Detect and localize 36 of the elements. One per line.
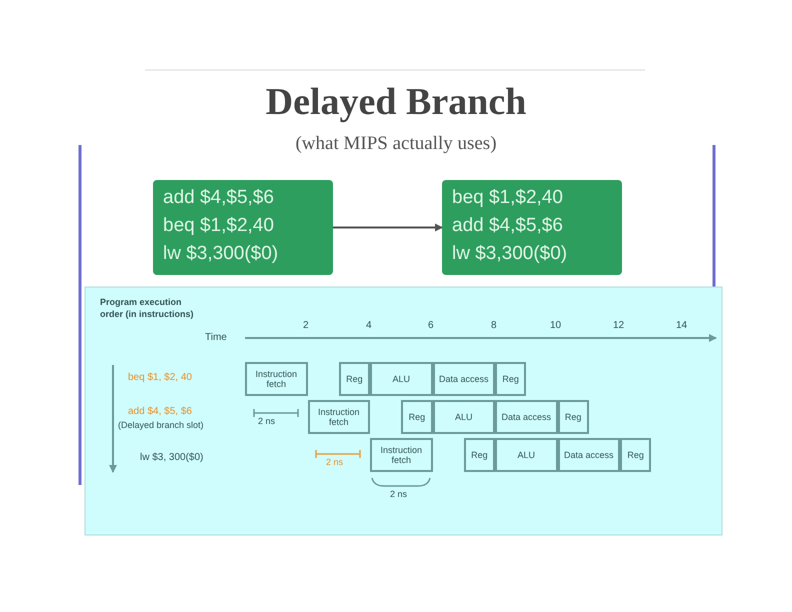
instruction-box: add $4,$5,$6 beq $1,$2,40 lw $3,300($0) xyxy=(153,180,333,275)
instruction-label: beq $1, $2, 40 xyxy=(128,372,192,383)
instruction-label: lw $3, 300($0) xyxy=(140,452,204,463)
tick-label: 10 xyxy=(550,320,562,331)
tick-label: 14 xyxy=(676,320,688,331)
pipeline-stage-box: ALU xyxy=(432,400,495,434)
pipeline-stage-box: Data access xyxy=(495,400,558,434)
pipeline-stage-box: Instruction fetch xyxy=(308,400,370,434)
tick-label: 4 xyxy=(366,320,372,331)
pipeline-stage-box: ALU xyxy=(495,438,558,472)
pipeline-stage-box: Reg xyxy=(495,362,526,396)
pipeline-stage-box: Instruction fetch xyxy=(370,438,432,472)
subtitle: (what MIPS actually uses) xyxy=(294,133,498,155)
pipeline-stage-box: Data access xyxy=(558,438,620,472)
tick-label: 2 xyxy=(303,320,309,331)
duration-label: 2 ns xyxy=(258,416,276,426)
pipeline-stage-box: Reg xyxy=(620,438,652,472)
pipeline-stage-box: Reg xyxy=(401,400,432,434)
instruction-box: beq $1,$2,40 add $4,$5,$6 lw $3,300($0) xyxy=(442,180,622,275)
pipeline-stage-box: Reg xyxy=(338,362,370,396)
axis-label: Program execution order (in instructions) xyxy=(100,296,195,320)
pipeline-stage-box: ALU xyxy=(370,362,432,396)
tick-label: 6 xyxy=(428,320,434,331)
pipeline-stage-box: Reg xyxy=(558,400,589,434)
axis-label: Time xyxy=(205,332,227,343)
slide-title: Delayed Branch xyxy=(264,80,528,124)
pipeline-stage-box: Instruction fetch xyxy=(245,362,308,396)
tick-label: 12 xyxy=(613,320,624,331)
arrow xyxy=(333,224,443,232)
pipeline-stage-box: Data access xyxy=(432,362,495,396)
instruction-label: add $4, $5, $6 xyxy=(128,406,192,417)
tick-label: 8 xyxy=(491,320,497,331)
duration-label: 2 ns xyxy=(390,489,408,499)
duration-label: 2 ns xyxy=(326,457,344,467)
instruction-note: (Delayed branch slot) xyxy=(118,420,204,430)
pipeline-stage-box: Reg xyxy=(464,438,495,472)
